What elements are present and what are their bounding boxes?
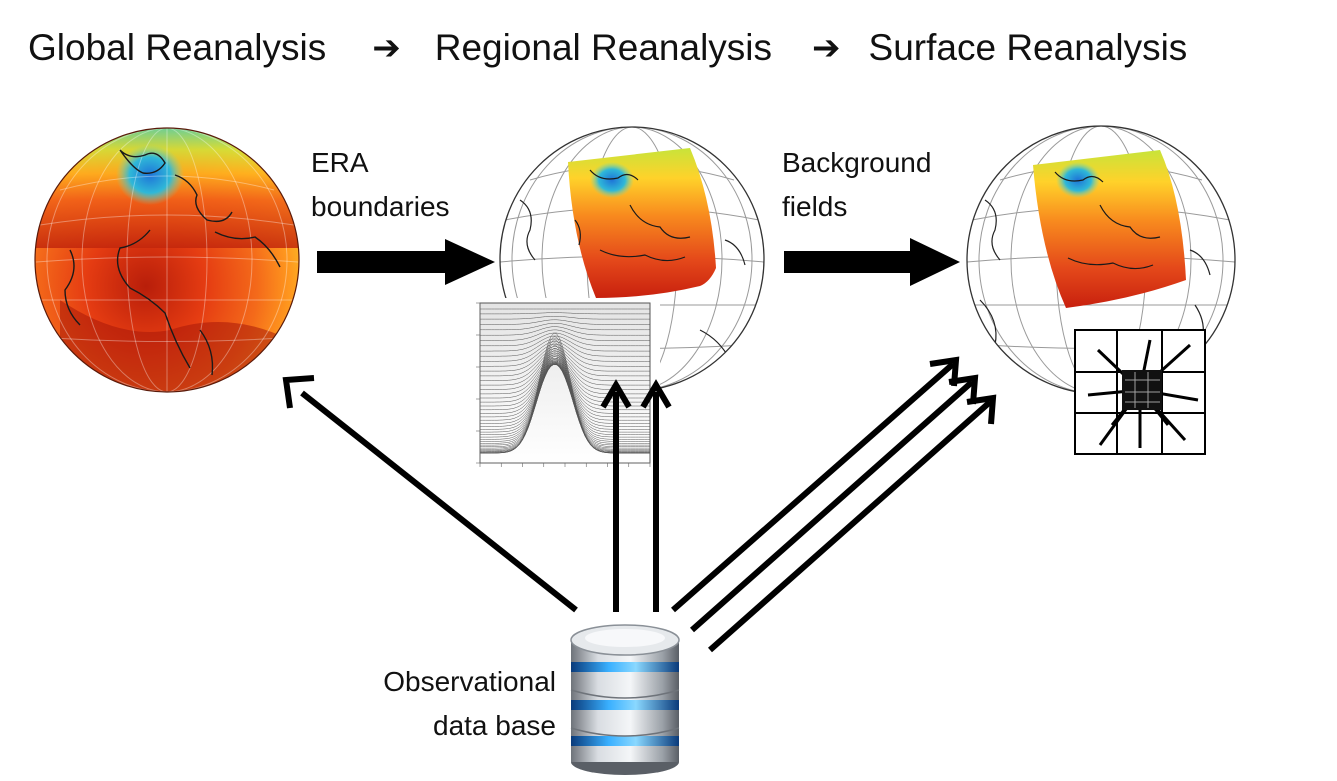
profile-level-line	[480, 346, 650, 372]
database-icon	[570, 624, 680, 775]
obs-to-regional-arrow-1	[600, 379, 632, 612]
bg-label-line1: Background	[782, 147, 932, 178]
workflow-header: Global Reanalysis ➔ Regional Reanalysis …	[28, 18, 1317, 78]
profile-level-line	[480, 345, 650, 453]
profile-level-line	[480, 341, 650, 362]
global-globe-icon	[34, 127, 300, 393]
profile-level-line	[480, 338, 650, 357]
profile-level-line	[480, 333, 650, 454]
stage-global-title: Global Reanalysis	[28, 27, 327, 68]
obs-to-surface-arrow-3	[708, 394, 997, 653]
profile-level-line	[480, 332, 650, 347]
profile-level-line	[480, 326, 650, 336]
profile-level-line	[480, 357, 650, 447]
profile-level-line	[480, 352, 650, 451]
profile-level-line	[480, 348, 650, 377]
profile-level-line	[480, 316, 650, 320]
obs-label-line2: data base	[433, 710, 556, 741]
profile-level-line	[480, 329, 650, 341]
era-label-line1: ERA	[311, 147, 369, 178]
profile-level-line	[480, 356, 650, 449]
arrow-right-icon: ➔	[372, 29, 401, 67]
bg-label-line2: fields	[782, 191, 848, 222]
arrow-right-icon: ➔	[812, 29, 841, 67]
profile-level-line	[480, 347, 650, 453]
background-fields-arrow	[784, 238, 960, 286]
profile-level-line	[480, 343, 650, 367]
profile-level-line	[480, 335, 650, 352]
profile-level-line	[480, 354, 650, 450]
era-boundaries-label: ERA boundaries	[311, 141, 450, 229]
era-boundaries-arrow	[317, 239, 495, 285]
terrain-profile-plot	[470, 298, 660, 480]
obs-to-regional-arrow-2	[640, 379, 672, 612]
background-fields-label: Background fields	[782, 141, 931, 229]
profile-level-line	[480, 319, 650, 325]
obs-to-surface-arrow-2	[690, 374, 979, 633]
obs-label-line1: Observational	[383, 666, 556, 697]
surface-globe-icon	[966, 125, 1236, 395]
stage-regional-title: Regional Reanalysis	[434, 27, 773, 68]
station-grid-icon	[1074, 329, 1206, 455]
obs-to-global-arrow	[282, 375, 578, 613]
stage-surface-title: Surface Reanalysis	[868, 27, 1188, 68]
obs-to-surface-arrow-1	[671, 356, 960, 613]
era-label-line2: boundaries	[311, 191, 450, 222]
profile-level-line	[480, 312, 650, 315]
observational-database-label: Observational data base	[354, 660, 556, 748]
profile-level-line	[480, 350, 650, 452]
profile-level-line	[480, 323, 650, 331]
